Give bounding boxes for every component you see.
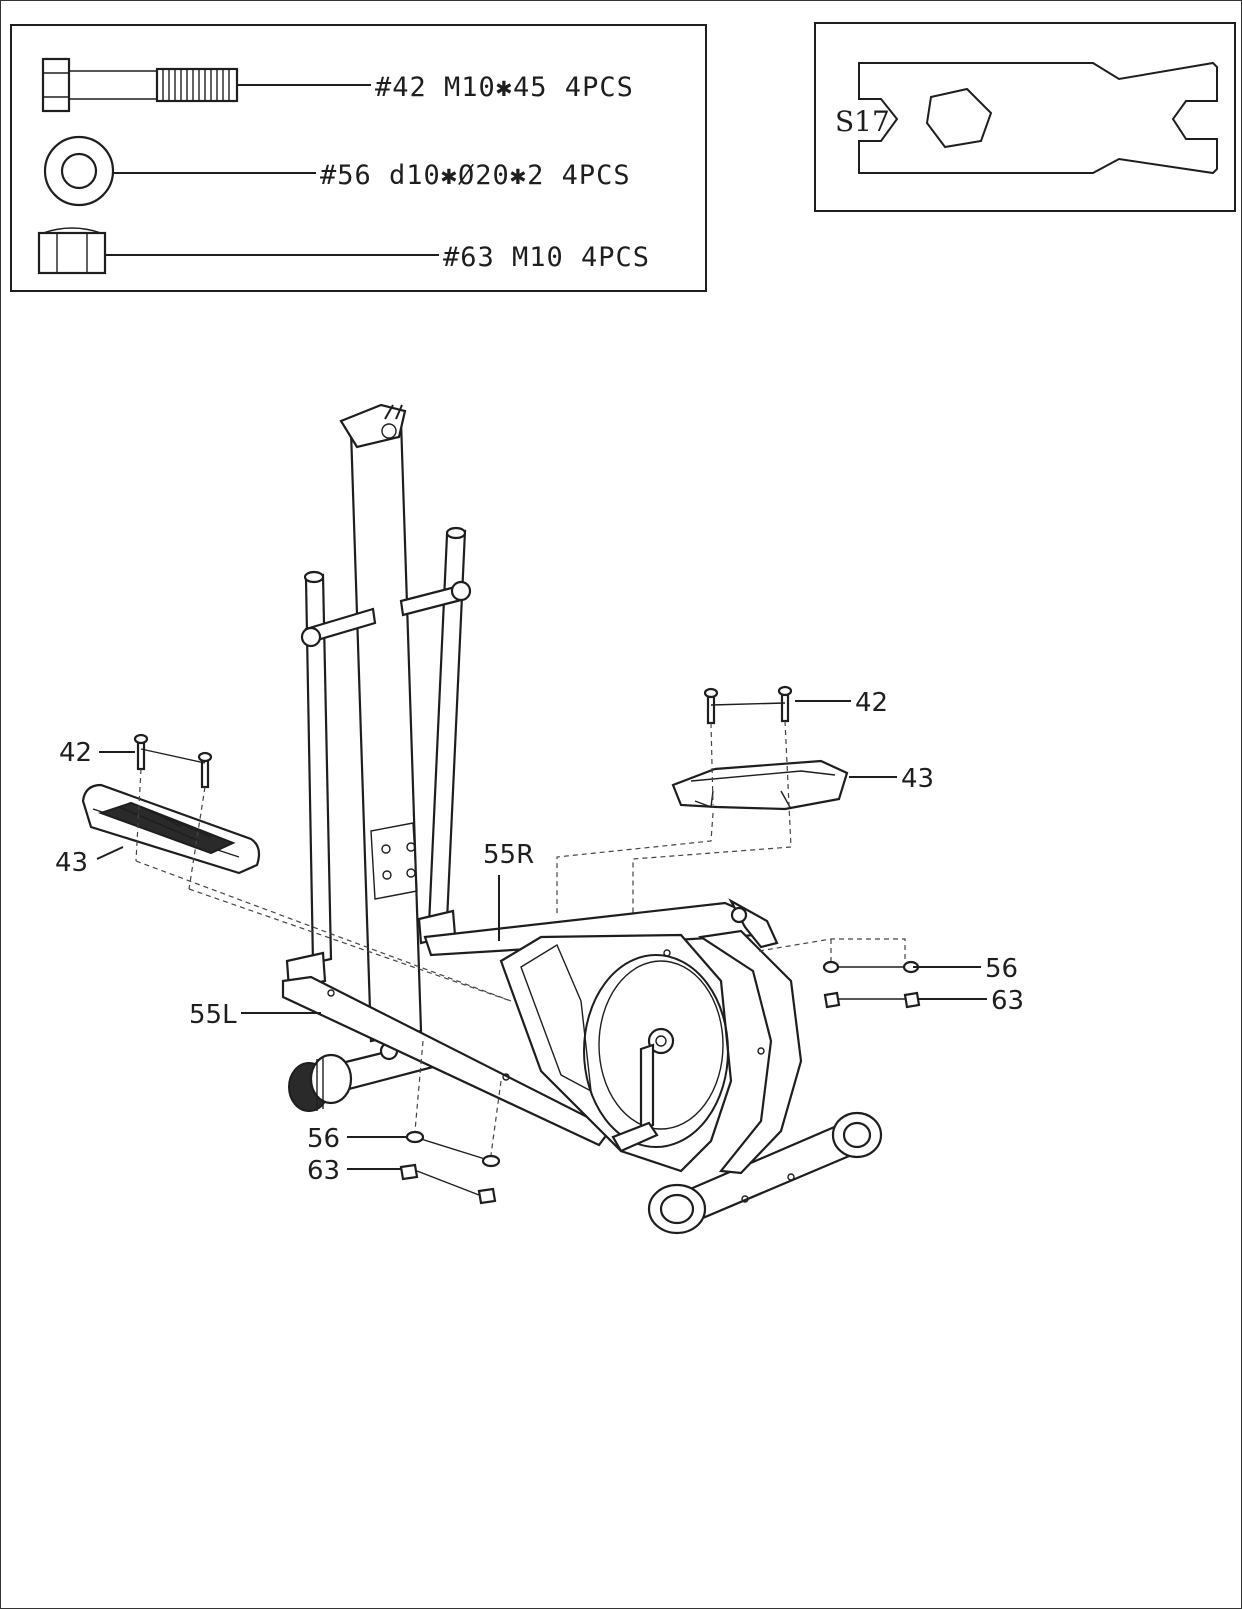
callout-pedal-left: 43: [55, 848, 88, 878]
rear-stabilizer: [647, 1111, 883, 1235]
callout-nut-right: 63: [991, 986, 1024, 1016]
callout-nut-bottom: 63: [307, 1156, 340, 1186]
callout-washer-bottom: 56: [307, 1124, 340, 1154]
bolts-right: [703, 685, 793, 725]
pedal-rail-right: [423, 898, 779, 957]
leader-lines: [96, 700, 987, 1170]
nut-spec: #63 M10 4PCS: [443, 242, 650, 273]
pedal-rail-left: [281, 975, 613, 1147]
callout-washer-right: 56: [985, 954, 1018, 984]
wrench-size-label: S17: [835, 105, 890, 138]
main-upright: [339, 403, 423, 1043]
bolts-left: [133, 733, 213, 789]
elliptical-trainer-drawing: 42 42 43 43 55R 55L 56 63 56 63: [55, 403, 1024, 1235]
hardware-box: #42 M10✱45 4PCS #56 d10✱Ø20✱2 4PCS #63 M…: [10, 24, 707, 292]
pedal-right: [671, 759, 849, 811]
nut-icon: [37, 227, 439, 275]
flywheel-housing: [499, 929, 803, 1175]
assembly-guide-lines: [135, 720, 906, 1156]
callout-bolt-left: 42: [59, 738, 92, 768]
washers-nuts-right: [822, 960, 921, 1009]
callout-pedal-right: 43: [901, 764, 934, 794]
tool-box: S17: [814, 22, 1236, 212]
washer-icon: [43, 135, 316, 207]
front-stabilizer: [288, 1039, 435, 1112]
wrench-icon: [858, 61, 1218, 175]
washer-spec: #56 d10✱Ø20✱2 4PCS: [320, 160, 631, 191]
callout-bolt-right: 42: [855, 688, 888, 718]
callout-rail-right: 55R: [483, 840, 534, 870]
bolt-icon: [41, 57, 371, 113]
callout-rail-left: 55L: [189, 1000, 237, 1030]
washers-nuts-bottom: [399, 1130, 501, 1205]
handle-arms: [285, 526, 472, 991]
bolt-spec: #42 M10✱45 4PCS: [375, 72, 634, 103]
pedal-left: [81, 783, 261, 875]
